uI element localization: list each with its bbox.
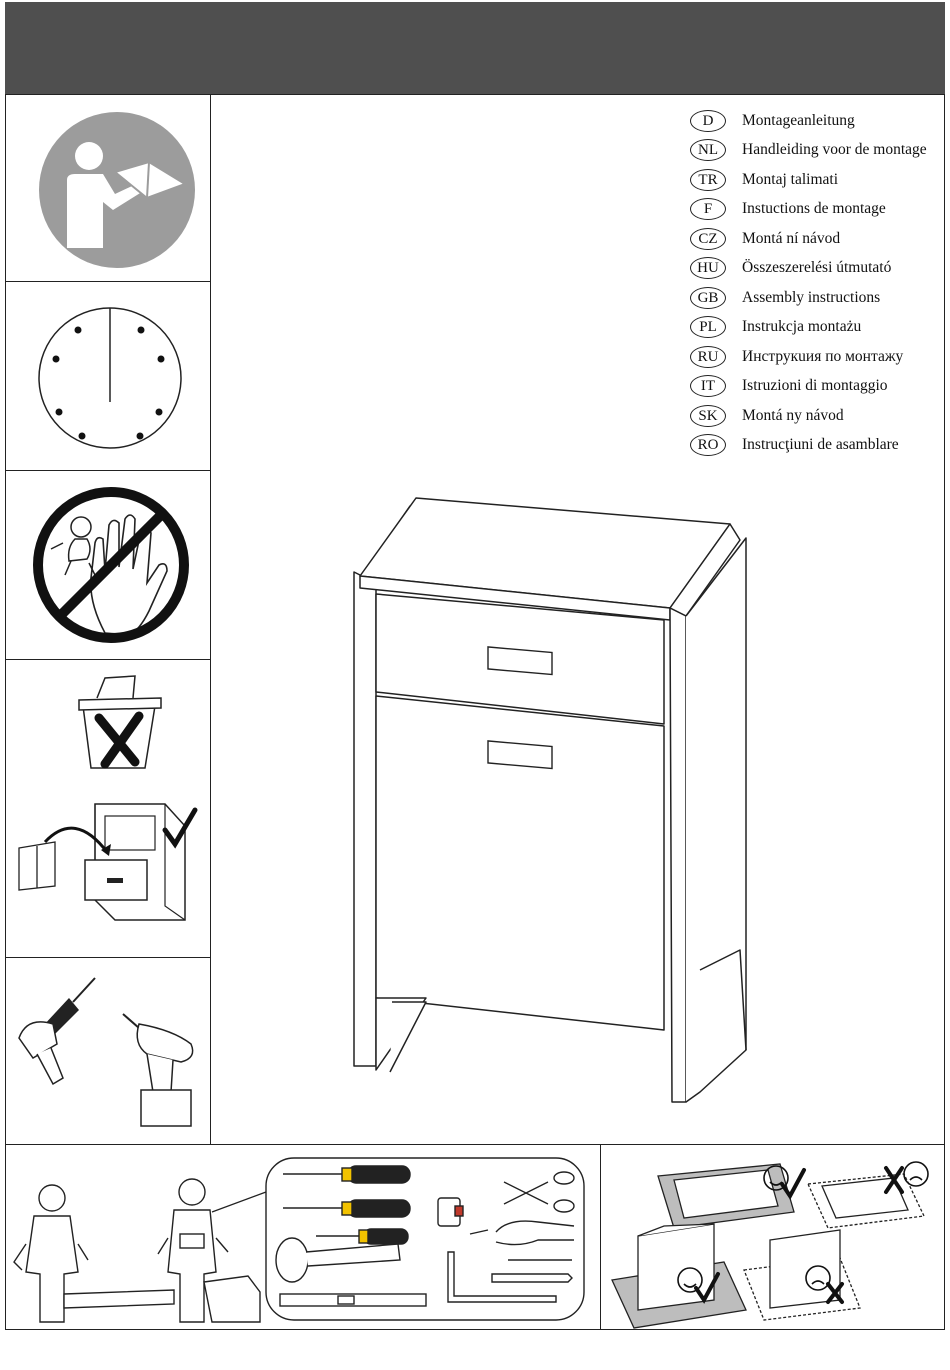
language-label: Összeszerelési útmutató [742, 259, 891, 277]
language-row: PL Instrukcja montażu [690, 313, 948, 343]
keep-instructions-icon [15, 796, 205, 946]
language-row: GB Assembly instructions [690, 283, 948, 313]
language-label: Instrukcja montażu [742, 318, 861, 336]
keep-instructions-cell [5, 660, 210, 958]
language-code-badge: TR [690, 169, 726, 191]
language-row: RO Instrucţiuni de asamblare [690, 431, 948, 461]
power-tools-icon [13, 974, 203, 1134]
read-manual-cell [5, 94, 210, 282]
language-row: NL Handleiding voor de montage [690, 136, 948, 166]
language-code-badge: RU [690, 346, 726, 368]
cabinet-illustration [340, 490, 760, 1110]
no-children-cell [5, 471, 210, 660]
language-code-badge: CZ [690, 228, 726, 250]
language-label: Assembly instructions [742, 289, 880, 307]
language-code-badge: RO [690, 434, 726, 456]
language-row: CZ Montá ní návod [690, 224, 948, 254]
language-label: Istruzioni di montaggio [742, 377, 888, 395]
language-code-badge: GB [690, 287, 726, 309]
language-label: Handleiding voor de montage [742, 141, 927, 159]
no-bin-icon [77, 668, 167, 778]
two-persons-tools-icon [8, 1152, 598, 1328]
language-code-badge: F [690, 198, 726, 220]
language-label: Montaj talimati [742, 171, 838, 189]
language-code-badge: SK [690, 405, 726, 427]
language-code-badge: PL [690, 316, 726, 338]
language-row: IT Istruzioni di montaggio [690, 372, 948, 402]
language-row: HU Összeszerelési útmutató [690, 254, 948, 284]
floor-protection-icon [604, 1150, 944, 1330]
language-row: F Instuctions de montage [690, 195, 948, 225]
power-tools-cell [5, 958, 210, 1144]
clock-icon [37, 306, 187, 451]
language-row: D Montageanleitung [690, 106, 948, 136]
language-label: Montá ní návod [742, 230, 840, 248]
language-label: Montá ny návod [742, 407, 844, 425]
language-row: RU Инструкuия по монтажу [690, 342, 948, 372]
language-row: TR Montaj talimati [690, 165, 948, 195]
language-code-badge: HU [690, 257, 726, 279]
sidebar [5, 94, 211, 1144]
header-bar [5, 2, 945, 94]
language-label: Montageanleitung [742, 112, 855, 130]
no-children-icon [29, 483, 194, 648]
bottom-divider [600, 1144, 601, 1330]
language-code-badge: D [690, 110, 726, 132]
language-label: Инструкuия по монтажу [742, 348, 903, 366]
read-manual-icon [37, 110, 197, 270]
language-row: SK Montá ny návod [690, 401, 948, 431]
language-label: Instrucţiuni de asamblare [742, 436, 899, 454]
language-label: Instuctions de montage [742, 200, 886, 218]
language-code-badge: NL [690, 139, 726, 161]
clock-cell [5, 282, 210, 471]
language-code-badge: IT [690, 375, 726, 397]
